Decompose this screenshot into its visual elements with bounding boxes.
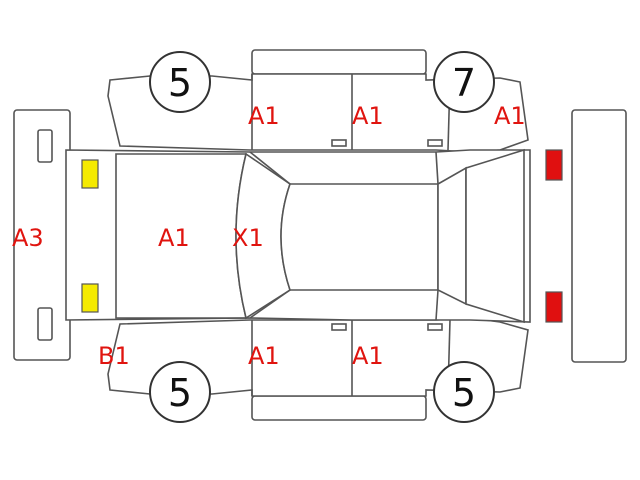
- door-handle-top-rear: [427, 139, 443, 147]
- rear-lamp-bottom: [545, 291, 563, 323]
- rocker-panel-bottom: [251, 395, 427, 421]
- a-pillar-top: [249, 151, 291, 185]
- wheel-front-bottom: 5: [149, 361, 211, 423]
- front-lamp-bottom: [81, 283, 99, 313]
- code-front-bumper: A3: [12, 224, 44, 252]
- wheel-rear-top-number: 7: [452, 61, 476, 105]
- wheel-front-bottom-number: 5: [168, 371, 192, 415]
- c-pillar-top: [435, 151, 439, 185]
- roof-rail-top: [251, 49, 427, 75]
- code-front-fender-top: A1: [248, 102, 280, 130]
- door-handle-bottom-rear: [427, 323, 443, 331]
- tailgate: [465, 148, 525, 324]
- wheel-front-top-number: 5: [168, 61, 192, 105]
- wheel-rear-bottom-circle: [433, 361, 495, 423]
- wheel-rear-bottom-number: 5: [452, 371, 476, 415]
- code-windshield: X1: [232, 224, 264, 252]
- c-pillar-bottom: [435, 289, 439, 321]
- wheel-rear-bottom: 5: [433, 361, 495, 423]
- wheel-rear-top-circle: [433, 51, 495, 113]
- car-side-bottom: [107, 317, 529, 397]
- code-rear-quarter-top: A1: [494, 102, 526, 130]
- a-pillar-bottom: [249, 289, 291, 319]
- front-bumper-vent-top: [37, 129, 53, 163]
- rear-glass: [437, 166, 467, 306]
- door-handle-bottom-front: [331, 323, 347, 331]
- code-rear-door-top: A1: [352, 102, 384, 130]
- roof: [280, 183, 439, 291]
- door-handle-top-front: [331, 139, 347, 147]
- wheel-front-top-circle: [149, 51, 211, 113]
- front-lamp-top: [81, 159, 99, 189]
- code-hood: A1: [158, 224, 190, 252]
- rear-bumper: [571, 109, 627, 363]
- front-bumper-vent-bottom: [37, 307, 53, 341]
- car-side-top: [107, 73, 529, 153]
- code-rear-door-bottom: A1: [352, 342, 384, 370]
- code-front-fender-bottom: B1: [98, 342, 130, 370]
- code-front-door-bottom: A1: [248, 342, 280, 370]
- wheel-rear-top: 7: [433, 51, 495, 113]
- rear-lamp-top: [545, 149, 563, 181]
- wheel-front-bottom-circle: [149, 361, 211, 423]
- wheel-front-top: 5: [149, 51, 211, 113]
